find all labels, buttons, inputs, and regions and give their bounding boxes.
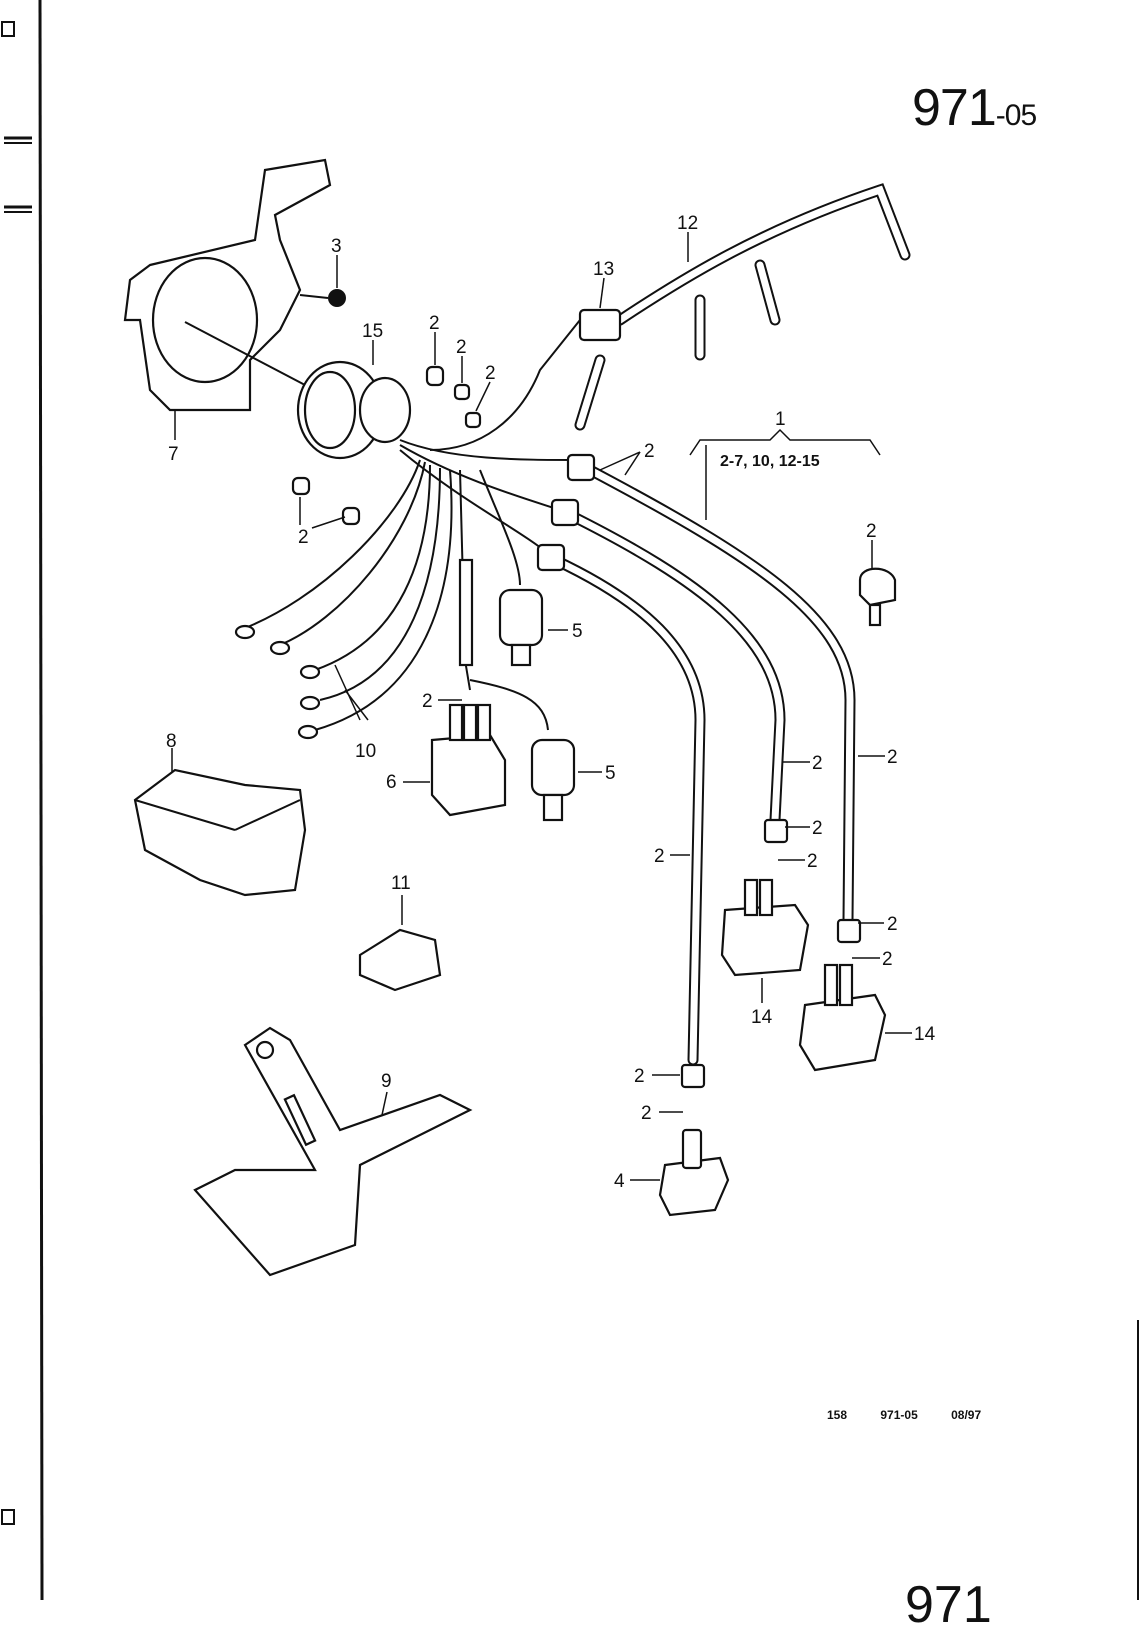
callout-2: 2	[887, 914, 898, 935]
callout-9: 9	[381, 1071, 392, 1092]
callout-2: 2	[812, 818, 823, 839]
callout-2: 2	[429, 313, 440, 334]
page-number-title: 971-05	[912, 78, 1037, 138]
callout-13: 13	[593, 259, 614, 280]
callout-2: 2	[641, 1103, 652, 1124]
page-number-suffix: -05	[995, 99, 1037, 132]
leader-lines	[171, 232, 912, 1181]
callout-2: 2	[807, 851, 818, 872]
callout-5: 5	[572, 621, 583, 642]
callout-15: 15	[362, 321, 383, 342]
callout-14: 14	[751, 1007, 773, 1028]
parts-diagram: 3 12 13 15 2 2 2 7 2 1 2-7, 10, 12-15 2 …	[1, 0, 1139, 1600]
footer-sheet: 158	[827, 1408, 848, 1422]
callout-2: 2	[882, 949, 893, 970]
wiring-harness-part-1	[234, 439, 581, 740]
callout-7: 7	[168, 444, 179, 465]
callout-1-range: 2-7, 10, 12-15	[720, 453, 820, 470]
footer-code: 971-05	[880, 1408, 918, 1422]
callout-1: 1	[775, 409, 786, 430]
conduit-wires	[536, 453, 862, 1089]
callout-2: 2	[485, 363, 496, 384]
clip-part-2	[858, 567, 897, 627]
mounting-bracket-part-7	[123, 158, 332, 412]
callout-8: 8	[166, 731, 177, 752]
footer-date: 08/97	[951, 1408, 982, 1422]
sensor-part-5	[498, 588, 576, 822]
callout-4: 4	[614, 1171, 625, 1192]
ignition-switch-part-15	[296, 360, 412, 460]
connector-part-14	[720, 878, 887, 1072]
grommets-part-2	[291, 365, 482, 526]
callout-2: 2	[634, 1066, 645, 1087]
callout-3: 3	[331, 236, 342, 257]
clip-part-11	[358, 928, 442, 992]
callout-2: 2	[456, 337, 467, 358]
ignition-leads-part-12	[429, 183, 911, 451]
callout-12: 12	[677, 213, 698, 234]
callout-10: 10	[355, 741, 376, 762]
scan-margin	[1, 0, 1139, 1600]
callout-2: 2	[644, 441, 655, 462]
callout-2: 2	[298, 527, 309, 548]
footer-reference: 158 971-05 08/97	[827, 1408, 997, 1422]
bracket-part-9	[193, 1026, 473, 1277]
callout-2: 2	[654, 846, 665, 867]
cut-off-page-number: 971	[905, 1576, 992, 1634]
callout-2: 2	[866, 521, 877, 542]
callout-14: 14	[914, 1024, 936, 1045]
cover-part-8	[133, 768, 307, 897]
connector-part-4	[658, 1128, 730, 1217]
callout-11: 11	[391, 873, 411, 894]
nut-part-3	[299, 289, 346, 307]
callout-2: 2	[422, 691, 433, 712]
callout-6: 6	[386, 772, 397, 793]
callout-2: 2	[812, 753, 823, 774]
callout-5: 5	[605, 763, 616, 784]
page-number-main: 971	[912, 79, 997, 137]
callout-2: 2	[887, 747, 898, 768]
connector-part-6	[430, 703, 507, 817]
callout-labels: 3 12 13 15 2 2 2 7 2 1 2-7, 10, 12-15 2 …	[166, 213, 936, 1192]
